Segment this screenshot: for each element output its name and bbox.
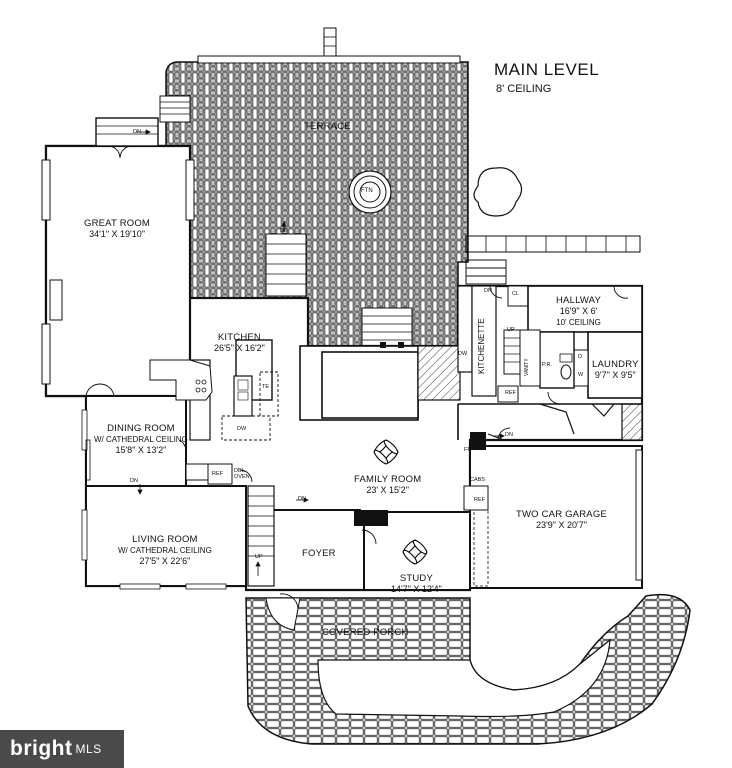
living-room-dims: 27'5" X 22'6" [139,556,191,566]
hallway-dims: 16'9" X 6' [559,306,598,316]
brand-watermark: bright MLS [0,730,124,768]
plan-title: MAIN LEVEL 8' CEILING [494,60,599,95]
garage-label: TWO CAR GARAGE 23'9" X 20'7" [516,509,607,531]
dn-label: DN [133,129,141,135]
building-walls [41,117,644,592]
living-room-name: LIVING ROOM [132,534,198,545]
tree-icon [473,167,523,217]
dn-label: DN [484,288,492,294]
living-room-sub: W/ CATHEDRAL CEILING [118,546,212,555]
door-swings [85,145,629,609]
study-name: STUDY [399,573,434,584]
family-room-label: FAMILY ROOM 23' X 15'2" [354,474,421,496]
dn-label: DN [298,496,306,502]
kitchen-island [195,371,279,441]
watermark-brand: bright [10,737,73,760]
dining-room-name: DINING ROOM [107,423,175,434]
covered-porch-name: COVERED PORCH [322,627,409,638]
washer-label: W [578,372,584,378]
terrace [159,27,469,347]
great-room-dims: 34'1" X 19'10" [89,229,145,239]
dryer-label: D [578,354,582,360]
family-room-dims: 23' X 15'2" [366,485,409,495]
kitchenette-name: KITCHENETTE [477,318,486,374]
ceiling-fan-icon [402,539,428,565]
foyer-name: FOYER [302,548,336,559]
laundry-label: LAUNDRY 9'7" X 9'5" [592,359,639,381]
pr-label: P.R. [542,362,552,368]
up-label: UP [255,554,263,560]
great-room-label: GREAT ROOM 34'1" X 19'10" [84,218,150,240]
watermark-suffix: MLS [75,742,102,756]
covered-porch-walkway [245,593,691,745]
side-walkway [465,235,641,285]
garage-name: TWO CAR GARAGE [516,509,607,520]
laundry-dims: 9'7" X 9'5" [594,370,636,380]
great-room-name: GREAT ROOM [84,218,151,229]
laundry-name: LAUNDRY [592,359,639,370]
plan-title-main: MAIN LEVEL [494,60,600,79]
cabs-label: CABS [470,477,485,483]
ref-label: REF [474,497,485,503]
ref-label: REF [505,390,516,396]
foyer-label: FOYER [302,548,336,559]
garage-dims: 23'9" X 20'7" [536,520,587,530]
up-label: UP [507,327,515,333]
te-label: TE [262,384,270,390]
family-room-name: FAMILY ROOM [354,474,422,485]
dining-room-label: DINING ROOM W/ CATHEDRAL CEILING 15'8" X… [94,423,188,456]
study-fireplace [354,510,388,526]
terrace-name: TERRACE [304,121,351,132]
dw-label: DW [237,426,247,432]
kitchen-dims: 26'5" X 16'2" [214,343,265,353]
ff-label: FF [464,447,471,453]
stair-arrows [136,129,505,576]
vanity-text: VANITY [524,358,530,376]
cl-label: CL [512,291,520,297]
dn-label: DN [505,432,513,438]
ceiling-fan-icon [373,439,399,465]
kitchenette-label: KITCHENETTE [477,312,490,382]
covered-porch-label: COVERED PORCH [322,627,409,638]
dining-room-sub: W/ CATHEDRAL CEILING [94,435,188,444]
study-label: STUDY 14'7" X 12'4" [391,573,442,595]
fountain-text: FTN [361,188,373,194]
living-room-label: LIVING ROOM W/ CATHEDRAL CEILING 27'5" X… [118,534,212,567]
fireplace [470,432,486,450]
kitchen-name: KITCHEN [217,332,261,343]
dining-room-dims: 15'8" X 13'2" [115,445,167,455]
dw-label: DW [458,351,468,357]
study-dims: 14'7" X 12'4" [391,584,442,594]
hallway-label: HALLWAY 16'9" X 6' 10' CEILING [556,295,601,328]
fountain-label: FTN [361,188,373,195]
dn-label: DN [130,478,138,484]
hallway-sub: 10' CEILING [556,318,601,327]
kitchen-label: KITCHEN 26'5" X 16'2" [214,332,265,354]
dn-label: DN [280,228,288,234]
ref-label: REF [212,471,223,477]
hallway-name: HALLWAY [556,295,602,306]
terrace-label: TERRACE [304,121,351,132]
plan-title-sub: 8' CEILING [496,83,552,95]
dbl-oven-label: DBL OVEN [234,468,250,480]
